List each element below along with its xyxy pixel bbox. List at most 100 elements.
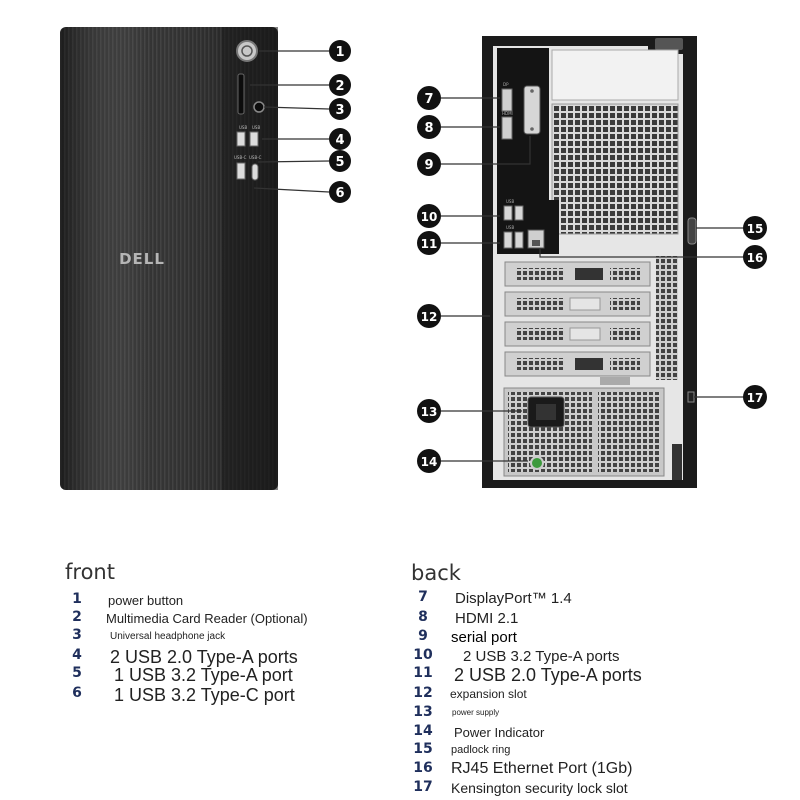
hdmi-icon[interactable] bbox=[501, 116, 513, 140]
callout-circle bbox=[329, 128, 351, 150]
callout-number: 8 bbox=[424, 121, 433, 136]
usb-front-label-left: USB bbox=[239, 125, 247, 130]
power-button-icon[interactable] bbox=[236, 40, 258, 62]
dell-logo: DELL bbox=[119, 250, 165, 268]
item-label: power button bbox=[108, 593, 184, 608]
callout-circle bbox=[329, 98, 351, 120]
usb-3-port-rear-1[interactable] bbox=[503, 205, 513, 221]
callout-number: 17 bbox=[747, 391, 764, 405]
callout-number: 7 bbox=[424, 92, 433, 107]
item-number: 15 bbox=[413, 741, 433, 757]
usbc-label-right: USB-C bbox=[249, 155, 262, 160]
callout-circle bbox=[417, 399, 441, 423]
front-chassis: USB USB USB-C USB-C DELL bbox=[60, 27, 278, 490]
item-label: 2 USB 2.0 Type-A ports bbox=[454, 665, 642, 685]
usb-a-port-front-3[interactable] bbox=[236, 162, 246, 180]
item-number: 11 bbox=[413, 665, 433, 681]
item-number: 2 bbox=[72, 609, 82, 625]
item-label: HDMI 2.1 bbox=[455, 610, 519, 627]
item-number: 8 bbox=[418, 609, 428, 625]
usb-rear-label-bottom: USB bbox=[506, 225, 514, 230]
item-label: serial port bbox=[451, 629, 517, 646]
card-reader-slot[interactable] bbox=[237, 73, 245, 115]
callout-number: 15 bbox=[747, 222, 764, 236]
serial-port-icon[interactable] bbox=[523, 85, 541, 135]
front-title: front bbox=[65, 560, 115, 584]
io-shield bbox=[497, 48, 549, 254]
item-label: Multimedia Card Reader (Optional) bbox=[106, 611, 308, 626]
computer-diagram: USB USB USB-C USB-C DELL DP HDMI USB USB bbox=[60, 27, 767, 490]
item-label: 2 USB 3.2 Type-A ports bbox=[463, 648, 620, 665]
item-number: 14 bbox=[413, 723, 433, 739]
callout-circle bbox=[417, 449, 441, 473]
callout-circle bbox=[417, 204, 441, 228]
callout-number: 9 bbox=[424, 158, 433, 173]
item-label: 1 USB 3.2 Type-A port bbox=[114, 665, 293, 685]
callout-circle bbox=[329, 181, 351, 203]
item-label: 2 USB 2.0 Type-A ports bbox=[110, 647, 298, 667]
usb-c-port-front[interactable] bbox=[251, 163, 259, 181]
callouts: 1 2 3 4 5 6 7 8 9 10 11 12 13 14 15 16 1… bbox=[329, 40, 767, 473]
item-number: 1 bbox=[72, 591, 82, 607]
padlock-ring-icon[interactable] bbox=[687, 217, 697, 245]
expansion-slots bbox=[504, 261, 651, 385]
callout-number: 6 bbox=[335, 186, 344, 201]
item-number: 6 bbox=[72, 685, 82, 701]
item-label: 1 USB 3.2 Type-C port bbox=[114, 685, 295, 705]
item-number: 16 bbox=[413, 760, 433, 776]
back-title: back bbox=[411, 561, 461, 585]
item-number: 13 bbox=[413, 704, 433, 720]
usbc-label-left: USB-C bbox=[234, 155, 247, 160]
usb-a-port-front-2[interactable] bbox=[249, 131, 259, 147]
callout-circle bbox=[743, 385, 767, 409]
callout-number: 10 bbox=[421, 210, 438, 224]
item-number: 10 bbox=[413, 647, 433, 663]
headphone-jack-icon[interactable] bbox=[253, 101, 265, 113]
callout-number: 12 bbox=[421, 310, 438, 324]
callout-circle bbox=[329, 40, 351, 62]
callout-circle bbox=[743, 216, 767, 240]
callout-number: 4 bbox=[335, 133, 344, 148]
item-label: RJ45 Ethernet Port (1Gb) bbox=[451, 760, 633, 777]
usb-a-port-front-1[interactable] bbox=[236, 131, 246, 147]
dp-label: DP bbox=[503, 82, 509, 87]
callout-circle bbox=[329, 150, 351, 172]
callout-number: 14 bbox=[421, 455, 438, 469]
power-indicator-icon bbox=[530, 456, 544, 470]
item-number: 12 bbox=[413, 685, 433, 701]
hdmi-label: HDMI bbox=[502, 111, 513, 116]
usb-front-label-right: USB bbox=[252, 125, 260, 130]
item-label: Kensington security lock slot bbox=[451, 780, 628, 796]
callout-number: 5 bbox=[335, 155, 344, 170]
callout-number: 1 bbox=[335, 45, 344, 60]
item-label: padlock ring bbox=[451, 744, 511, 756]
callout-number: 2 bbox=[335, 79, 344, 94]
back-chassis: DP HDMI USB USB bbox=[482, 36, 697, 488]
usb-3-port-rear-2[interactable] bbox=[514, 205, 524, 221]
item-number: 9 bbox=[418, 628, 428, 644]
item-number: 4 bbox=[72, 647, 82, 663]
usb-rear-label-top: USB bbox=[506, 199, 514, 204]
item-label: DisplayPort™ 1.4 bbox=[455, 590, 572, 607]
kensington-slot-icon[interactable] bbox=[687, 391, 695, 403]
displayport-icon[interactable] bbox=[501, 88, 513, 112]
usb-2-port-rear-1[interactable] bbox=[503, 231, 513, 249]
callout-circle bbox=[417, 86, 441, 110]
item-label: Universal headphone jack bbox=[110, 631, 226, 642]
item-number: 5 bbox=[72, 665, 82, 681]
callout-number: 13 bbox=[421, 405, 438, 419]
item-label: Power Indicator bbox=[454, 725, 545, 740]
callout-circle bbox=[417, 231, 441, 255]
item-label: expansion slot bbox=[450, 687, 527, 701]
callout-circle bbox=[417, 152, 441, 176]
callout-number: 16 bbox=[747, 251, 764, 265]
callout-circle bbox=[329, 74, 351, 96]
usb-2-port-rear-2[interactable] bbox=[514, 231, 524, 249]
callout-lines bbox=[250, 50, 744, 462]
item-number: 7 bbox=[418, 589, 428, 605]
callout-circle bbox=[417, 115, 441, 139]
item-number: 17 bbox=[413, 779, 433, 795]
item-number: 3 bbox=[72, 627, 82, 643]
callout-circle bbox=[743, 245, 767, 269]
item-label: power supply bbox=[452, 708, 500, 717]
